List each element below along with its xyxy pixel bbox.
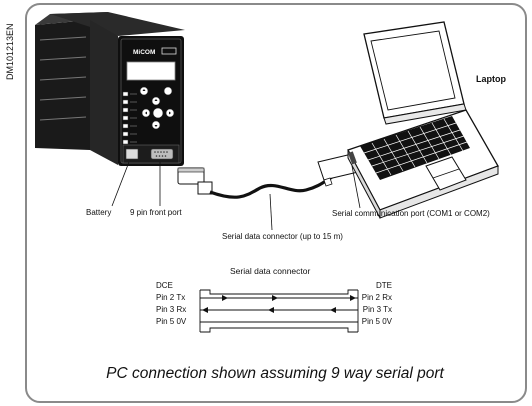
battery: [125, 148, 139, 160]
keyboard: [360, 116, 470, 180]
dce-pin-3: Pin 3 Rx: [156, 305, 186, 314]
arrow-left-1: [202, 307, 208, 313]
dce-pin-2: Pin 2 Tx: [156, 293, 185, 302]
comm-port-label: Serial communication port (COM1 or COM2): [332, 209, 490, 218]
arrow-right-2: [272, 295, 278, 301]
document-id: DM101213EN: [5, 23, 15, 80]
serial-connector-label: Serial data connector (up to 15 m): [222, 232, 343, 241]
lcd-display: [126, 61, 176, 81]
laptop: [347, 21, 499, 219]
wiring-title: Serial data connector: [230, 266, 310, 276]
battery-label: Battery: [86, 208, 111, 217]
brand-logo: MiCOM: [133, 49, 155, 56]
status-leds: [122, 91, 129, 145]
laptop-serial-port: [348, 151, 357, 165]
front-port-9pin: [150, 148, 174, 160]
dte-pin-2: Pin 2 Rx: [362, 293, 392, 302]
front-port-label: 9 pin front port: [130, 208, 182, 217]
arrow-left-2: [268, 307, 274, 313]
wiring-schematic: Serial data connector DCE DTE Pin 2 Tx P…: [156, 266, 393, 333]
arrow-right-3: [350, 295, 356, 301]
arrow-left-3: [330, 307, 336, 313]
dce-pin-5: Pin 5 0V: [156, 317, 187, 326]
micom-relay: MiCOM: [35, 12, 185, 166]
dte-pin-3: Pin 3 Tx: [363, 305, 392, 314]
caption: PC connection shown assuming 9 way seria…: [106, 365, 444, 382]
diagram-frame: [25, 3, 527, 403]
dte-pin-5: Pin 5 0V: [362, 317, 393, 326]
dte-header: DTE: [376, 281, 392, 290]
serial-cable: [177, 153, 359, 199]
laptop-label: Laptop: [476, 74, 506, 84]
dce-header: DCE: [156, 281, 173, 290]
arrow-right-1: [222, 295, 228, 301]
